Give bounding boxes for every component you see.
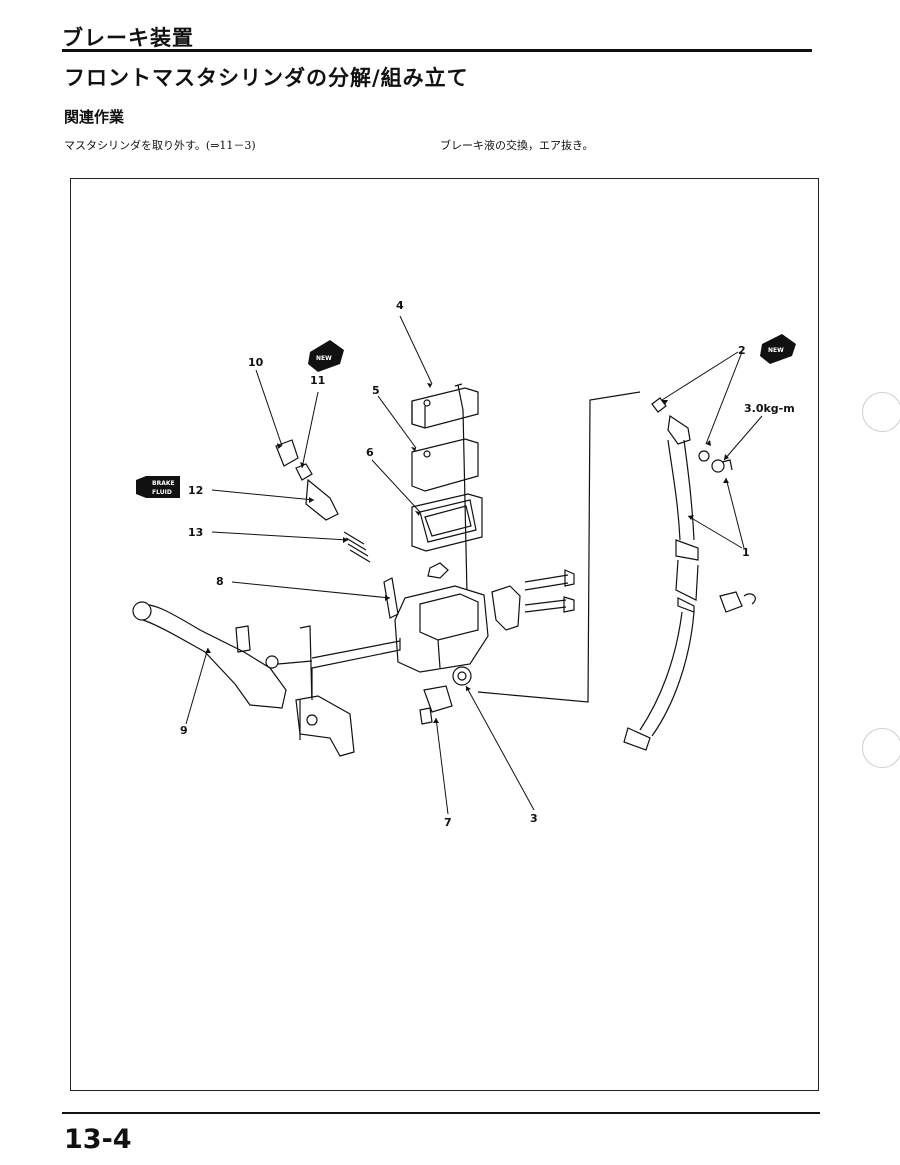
callout-3: 3 xyxy=(530,812,538,825)
footer-rule xyxy=(62,1112,820,1114)
callout-10: 10 xyxy=(248,356,264,369)
header-rule xyxy=(62,49,812,52)
callout-11: 11 xyxy=(310,374,325,387)
new-badge-text: NEW xyxy=(316,355,332,362)
brake-fluid-text: FLUID xyxy=(152,489,172,496)
related-work-heading: 関連作業 xyxy=(64,108,125,126)
section-title: ブレーキ装置 xyxy=(62,26,194,50)
new-part-icon: NEW xyxy=(308,340,344,372)
binder-hole xyxy=(862,728,900,768)
callout-2: 2 xyxy=(738,344,746,357)
arrowheads xyxy=(205,383,729,723)
callout-12: 12 xyxy=(188,484,203,497)
callout-4: 4 xyxy=(396,299,404,312)
related-work-item: マスタシリンダを取り外す。(⇒11－3) xyxy=(64,139,256,152)
new-badge-text: NEW xyxy=(768,347,784,354)
callout-1: 1 xyxy=(742,546,750,559)
callout-13: 13 xyxy=(188,526,203,539)
callout-5: 5 xyxy=(372,384,380,397)
callout-8: 8 xyxy=(216,575,224,588)
torque-spec-label: 3.0kg-m xyxy=(744,402,795,415)
page-number: 13-4 xyxy=(64,1124,132,1155)
related-work-item: ブレーキ液の交換，エア抜き。 xyxy=(440,139,594,152)
diagram-frame xyxy=(70,178,819,1091)
callout-6: 6 xyxy=(366,446,374,459)
callout-labels: 1 2 3 4 5 6 7 8 9 10 11 12 13 3.0kg-m xyxy=(180,299,795,829)
binder-hole xyxy=(862,392,900,432)
brake-fluid-icon: BRAKE FLUID xyxy=(136,476,180,498)
brake-fluid-text: BRAKE xyxy=(152,480,175,487)
new-part-icon: NEW xyxy=(760,334,796,364)
page-title: フロントマスタシリンダの分解/組み立て xyxy=(64,66,469,90)
callout-9: 9 xyxy=(180,724,188,737)
leader-lines xyxy=(185,315,763,815)
diagram-linework xyxy=(132,383,756,757)
callout-7: 7 xyxy=(444,816,452,829)
